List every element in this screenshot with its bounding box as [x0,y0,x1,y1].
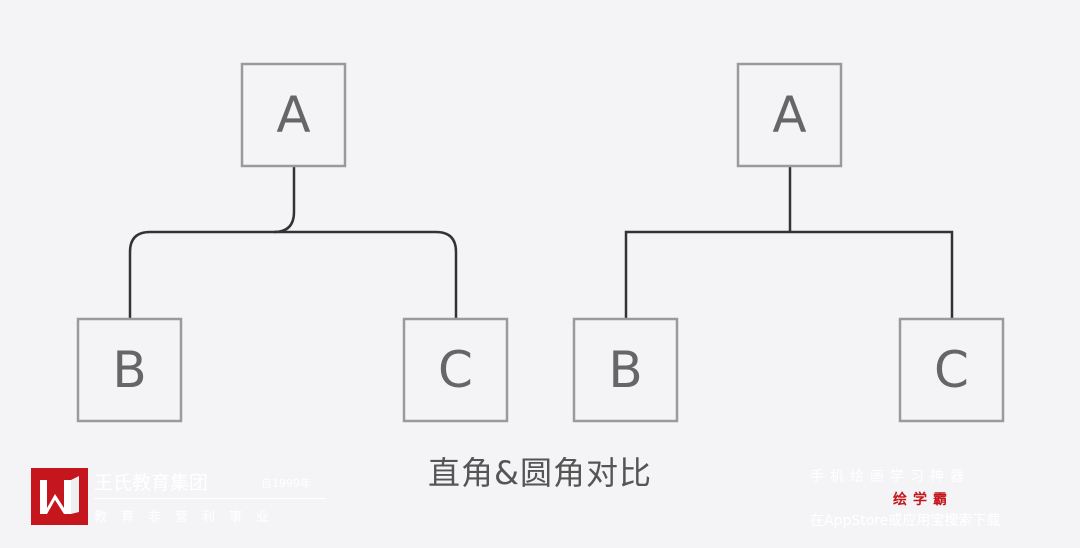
square-node-a-label: A [772,86,806,144]
app-promo-tagline: 手机绘画学习神器 [810,469,970,485]
rounded-node-c: C [402,317,509,423]
diagram-caption: 直角&圆角对比 [428,454,652,492]
square-node-a: A [736,62,843,168]
w-logo-icon [31,468,88,525]
rounded-node-b-label: B [112,341,146,399]
rounded-node-b: B [76,317,183,423]
logo-since: 自1999年 [261,477,311,490]
square-tree-diagram: A B C [572,62,1005,423]
publisher-logo: 王氏教育集团 自1999年 教育非营利事业 [31,468,331,528]
square-node-c-label: C [934,341,969,399]
app-brand-name: 绘学霸 [893,492,953,508]
logo-divider [94,498,326,499]
rounded-connector-root-stem [273,166,296,234]
app-download-hint: 在AppStore或应用宝搜索下载 [810,513,1001,529]
square-node-b-label: B [608,341,642,399]
app-promo: 手机绘画学习神器 绘学霸 在AppStore或应用宝搜索下载 [800,462,1060,532]
square-node-b: B [572,317,679,423]
rounded-connector-left-branch [128,230,274,318]
rounded-node-c-label: C [438,341,473,399]
logo-slogan: 教育非营利事业 [94,510,284,525]
rounded-tree-diagram: A B C [76,62,509,423]
rounded-node-a-label: A [276,86,310,144]
rounded-connector-right-branch [274,230,458,318]
square-connector-branches [624,230,954,318]
rounded-node-a: A [240,62,347,168]
logo-name: 王氏教育集团 [94,472,209,494]
square-node-c: C [898,317,1005,423]
